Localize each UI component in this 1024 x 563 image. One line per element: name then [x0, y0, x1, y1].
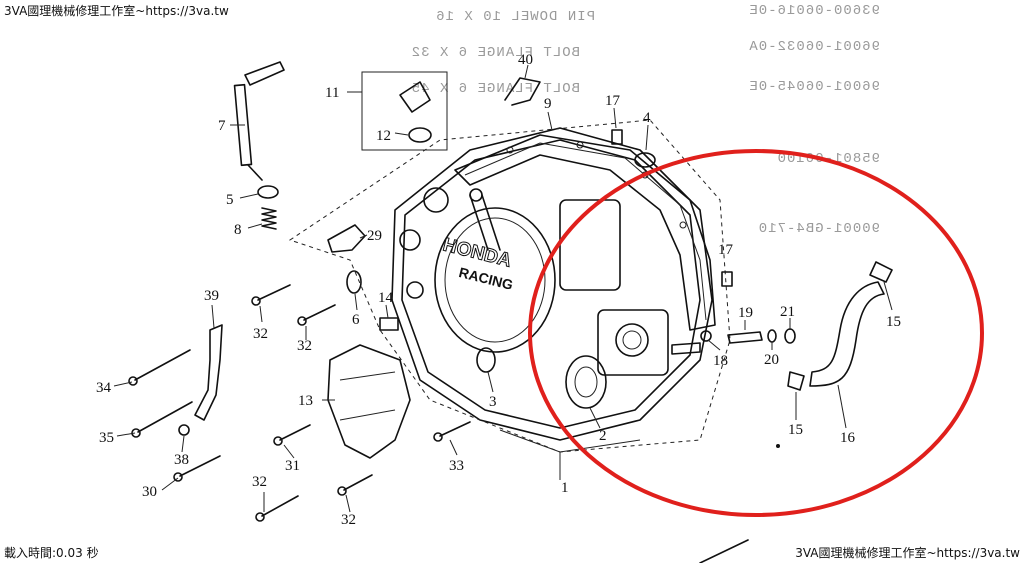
label-33: 33 — [449, 458, 464, 474]
highlight-circle — [528, 149, 984, 517]
label-34: 34 — [96, 380, 112, 396]
part-29-bracket — [327, 224, 366, 253]
label-20: 20 — [764, 352, 779, 368]
label-31: 31 — [285, 458, 300, 474]
label-32d: 32 — [341, 512, 356, 528]
part-20 — [767, 329, 777, 343]
label-9: 9 — [544, 96, 552, 112]
label-18: 18 — [713, 353, 728, 369]
label-30: 30 — [142, 484, 157, 500]
ghost-text-3: BOLT FLANGE 6 X 45 — [411, 81, 580, 97]
watermark-top: 3VA國理機械修理工作室~https://3va.tw — [2, 2, 231, 19]
part-14 — [379, 317, 399, 331]
gasket — [454, 134, 716, 331]
stray-line — [699, 539, 749, 563]
label-15a: 15 — [886, 314, 901, 330]
part-15-clamp-b — [787, 371, 805, 391]
leader-1 — [499, 429, 641, 480]
label-14: 14 — [378, 290, 394, 306]
part-15-clamp-a — [869, 261, 893, 283]
part-39-strap — [194, 324, 223, 421]
part-13-cover — [327, 344, 411, 459]
part-11-box — [361, 71, 448, 151]
label-6: 6 — [352, 312, 360, 328]
part-17-dowel-b — [721, 271, 733, 287]
label-17b: 17 — [718, 242, 734, 258]
part-5-washer — [257, 185, 279, 199]
part-19 — [727, 331, 763, 344]
ghost-text-8: 90001-GB4-710 — [758, 221, 880, 237]
part-labels: 1 2 3 4 5 6 7 8 9 11 12 13 14 15 15 16 1… — [96, 52, 901, 528]
label-29: 29 — [367, 228, 382, 244]
label-5: 5 — [226, 192, 234, 208]
clutch-cover: HONDA RACING — [391, 127, 713, 441]
part-21 — [784, 328, 796, 344]
label-1: 1 — [561, 480, 569, 496]
part-18 — [700, 330, 712, 342]
brand-honda: HONDA — [441, 234, 514, 271]
label-4: 4 — [643, 110, 651, 126]
part-12-oring — [408, 127, 432, 143]
ghost-text-5: 96001-06032-0A — [748, 39, 880, 55]
part-3-seal — [476, 347, 496, 373]
label-8: 8 — [234, 222, 242, 238]
watermark-bottom: 3VA國理機械修理工作室~https://3va.tw — [793, 544, 1022, 561]
label-3: 3 — [489, 394, 497, 410]
label-15b: 15 — [788, 422, 803, 438]
part-2-bearing — [565, 355, 607, 409]
label-38: 38 — [174, 452, 189, 468]
label-11: 11 — [325, 85, 339, 101]
label-12: 12 — [376, 128, 391, 144]
label-35: 35 — [99, 430, 114, 446]
label-32a: 32 — [253, 326, 268, 342]
label-21: 21 — [780, 304, 795, 320]
load-time-text: 載入時間:0.03 秒 — [2, 544, 101, 561]
label-32b: 32 — [297, 338, 312, 354]
part-40-clip — [504, 77, 541, 106]
label-2: 2 — [599, 428, 607, 444]
label-13: 13 — [298, 393, 313, 409]
label-40: 40 — [518, 52, 533, 68]
part-16-hose — [809, 281, 885, 387]
parts-right-group — [700, 261, 893, 448]
label-16: 16 — [840, 430, 856, 446]
honda-racing-logo: HONDA RACING — [440, 234, 515, 293]
ghost-text-4: 93600-06016-0E — [748, 3, 880, 19]
label-19: 19 — [738, 305, 753, 321]
label-39: 39 — [204, 288, 219, 304]
assembly-outline — [288, 119, 731, 453]
part-17-dowel-a — [611, 129, 623, 145]
part-7-shift-shaft — [233, 61, 285, 181]
label-17a: 17 — [605, 93, 621, 109]
leader-lines — [113, 64, 893, 513]
part-11-cap — [399, 81, 431, 113]
ghost-text-1: PIN DOWEL 10 X 16 — [435, 9, 595, 25]
bolts — [128, 284, 471, 522]
ghost-text-2: BOLT FLANGE 6 X 32 — [411, 45, 580, 61]
part-4-washer — [634, 152, 656, 168]
part-8-spring — [261, 207, 277, 230]
label-7: 7 — [218, 118, 226, 134]
ghost-text-6: 96001-06045-0E — [748, 79, 880, 95]
label-32c: 32 — [252, 474, 267, 490]
part-6-collar — [346, 270, 362, 294]
